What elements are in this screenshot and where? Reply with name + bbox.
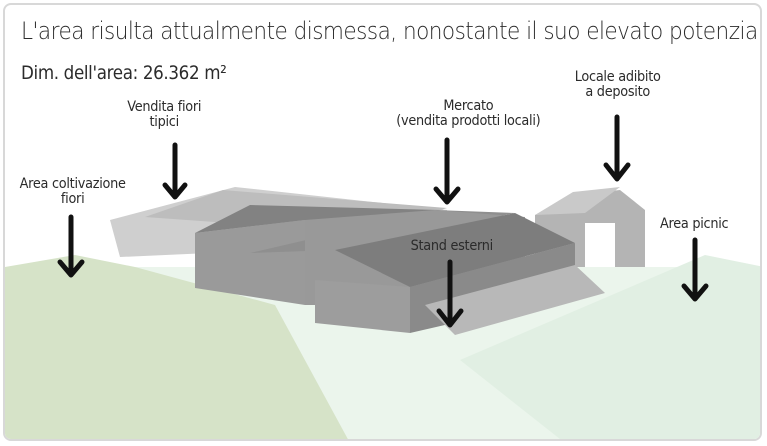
- market-front-wall: [315, 280, 410, 333]
- label-area-picnic: Area picnic: [659, 216, 729, 232]
- arrow-down-icon: [603, 114, 631, 182]
- arrow-down-icon: [57, 214, 85, 278]
- market-front: [195, 220, 305, 305]
- cultivation-field: [5, 255, 348, 439]
- arrows-layer: [57, 114, 709, 328]
- outdoor-stand-ramp: [425, 265, 605, 335]
- area-dimensions: Dim. dell'area: 26.362 m²: [21, 62, 227, 84]
- page-title: L'area risulta attualmente dismessa, non…: [21, 17, 762, 45]
- arrow-down-icon: [436, 259, 464, 328]
- label-stand-esterni: Stand esterni: [410, 238, 494, 254]
- arrow-down-icon: [162, 142, 188, 200]
- arrow-down-icon: [681, 237, 709, 302]
- label-mercato: Mercato(vendita prodotti locali): [396, 98, 541, 129]
- market-roof-left: [195, 205, 440, 233]
- site-illustration: [5, 187, 760, 439]
- dimensions-unit: m²: [204, 62, 227, 84]
- arrow-down-icon: [433, 137, 461, 205]
- dimensions-label: Dim. dell'area:: [21, 62, 138, 84]
- dimensions-value: 26.362: [142, 62, 200, 84]
- diagram-frame: L'area risulta attualmente dismessa, non…: [3, 3, 762, 441]
- market-roof-right: [335, 213, 575, 287]
- picnic-lawn: [460, 255, 760, 439]
- deposit-roof: [535, 187, 620, 215]
- deposit-door: [585, 223, 615, 267]
